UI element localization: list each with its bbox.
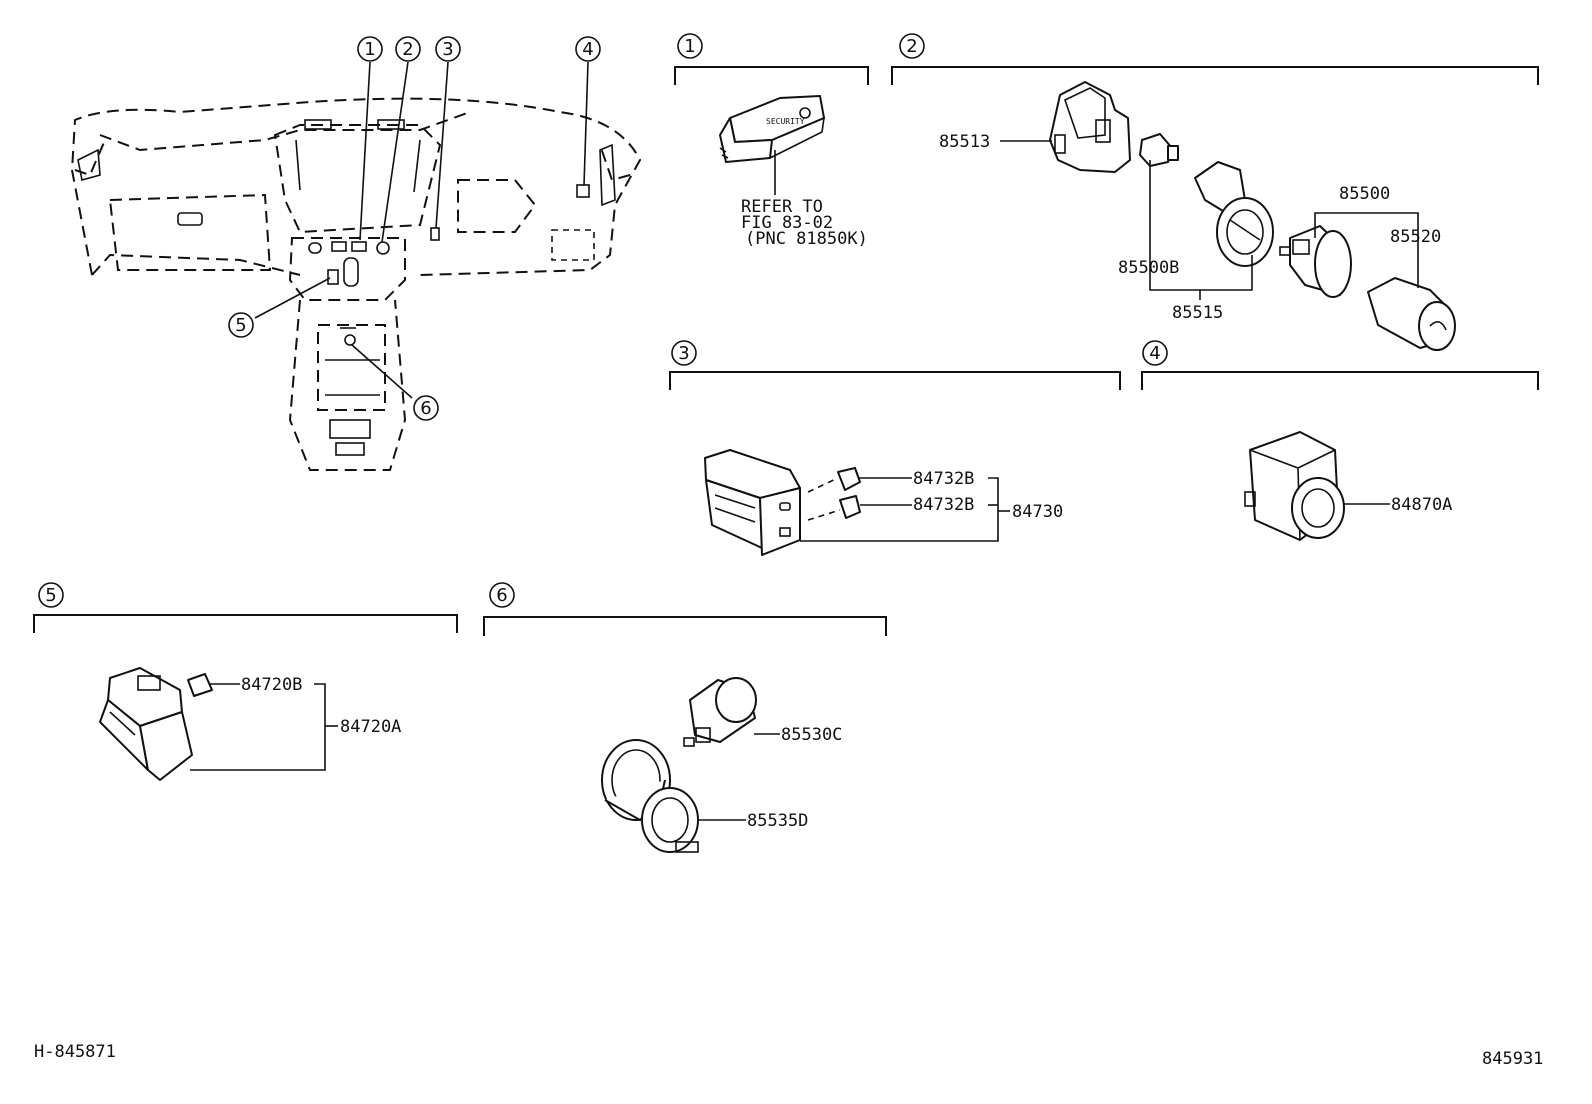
section-1-refer-line-2: FIG 83-02 <box>741 213 833 233</box>
label-84870A: 84870A <box>1391 495 1452 515</box>
svg-text:1: 1 <box>684 36 695 57</box>
security-switch: SECURITY <box>719 95 825 163</box>
label-85500B: 85500B <box>1118 258 1179 278</box>
section-6: 6 85530C 85535D <box>483 582 887 853</box>
svg-text:1: 1 <box>364 39 375 60</box>
overview-marker-3: 3 <box>435 36 461 62</box>
part-85500B <box>1139 133 1179 167</box>
overview-marker-1: 1 <box>357 36 383 62</box>
label-84732B-1: 84732B <box>913 469 974 489</box>
svg-text:3: 3 <box>678 343 689 364</box>
part-85535D <box>601 739 699 853</box>
footer-right-code: 845931 <box>1482 1049 1543 1069</box>
part-85500 <box>1279 225 1352 298</box>
section-3: 3 84732B 84732B 84730 <box>669 340 1121 556</box>
label-85515: 85515 <box>1172 303 1223 323</box>
section-4: 4 84870A <box>1141 340 1539 541</box>
part-85530C <box>683 677 757 747</box>
part-85515 <box>1194 161 1274 267</box>
overview-marker-4: 4 <box>575 36 601 62</box>
label-84720A: 84720A <box>340 717 401 737</box>
svg-text:5: 5 <box>235 315 246 336</box>
svg-text:6: 6 <box>420 398 431 419</box>
part-84732B-bulb-1 <box>837 467 861 491</box>
part-84870A <box>1244 431 1345 541</box>
section-1: 1 SECURITY REFER TO FIG 83-02 (PNC 81850… <box>674 33 869 249</box>
label-85520: 85520 <box>1390 227 1441 247</box>
part-85513 <box>1049 81 1131 173</box>
svg-text:6: 6 <box>496 585 507 606</box>
label-85530C: 85530C <box>781 725 842 745</box>
part-84720B-bulb <box>187 673 213 697</box>
svg-text:4: 4 <box>582 39 593 60</box>
overview-marker-2: 2 <box>395 36 421 62</box>
label-84720B: 84720B <box>241 675 302 695</box>
section-2: 2 85513 <box>891 33 1539 351</box>
footer-left-code: H-845871 <box>34 1042 116 1062</box>
section-1-refer-line-1: REFER TO <box>741 197 823 217</box>
label-84730: 84730 <box>1012 502 1063 522</box>
label-84732B-2: 84732B <box>913 495 974 515</box>
dashboard-overview: 1 2 3 4 5 6 <box>70 36 642 471</box>
svg-text:4: 4 <box>1149 343 1160 364</box>
part-84732B-bulb-2 <box>839 495 861 519</box>
section-1-refer-line-3: (PNC 81850K) <box>745 229 868 249</box>
svg-text:3: 3 <box>442 39 453 60</box>
part-85520 <box>1367 277 1456 351</box>
svg-text:SECURITY: SECURITY <box>766 117 805 126</box>
svg-text:5: 5 <box>45 585 56 606</box>
svg-text:2: 2 <box>402 39 413 60</box>
label-85513: 85513 <box>939 132 990 152</box>
part-84720A-switch <box>99 667 193 781</box>
part-84730-switch <box>704 449 801 556</box>
overview-marker-6: 6 <box>413 395 439 421</box>
overview-marker-5: 5 <box>228 312 254 338</box>
label-85535D: 85535D <box>747 811 808 831</box>
label-85500: 85500 <box>1339 184 1390 204</box>
section-5: 5 84720B 84720A <box>33 582 458 781</box>
svg-text:2: 2 <box>906 36 917 57</box>
